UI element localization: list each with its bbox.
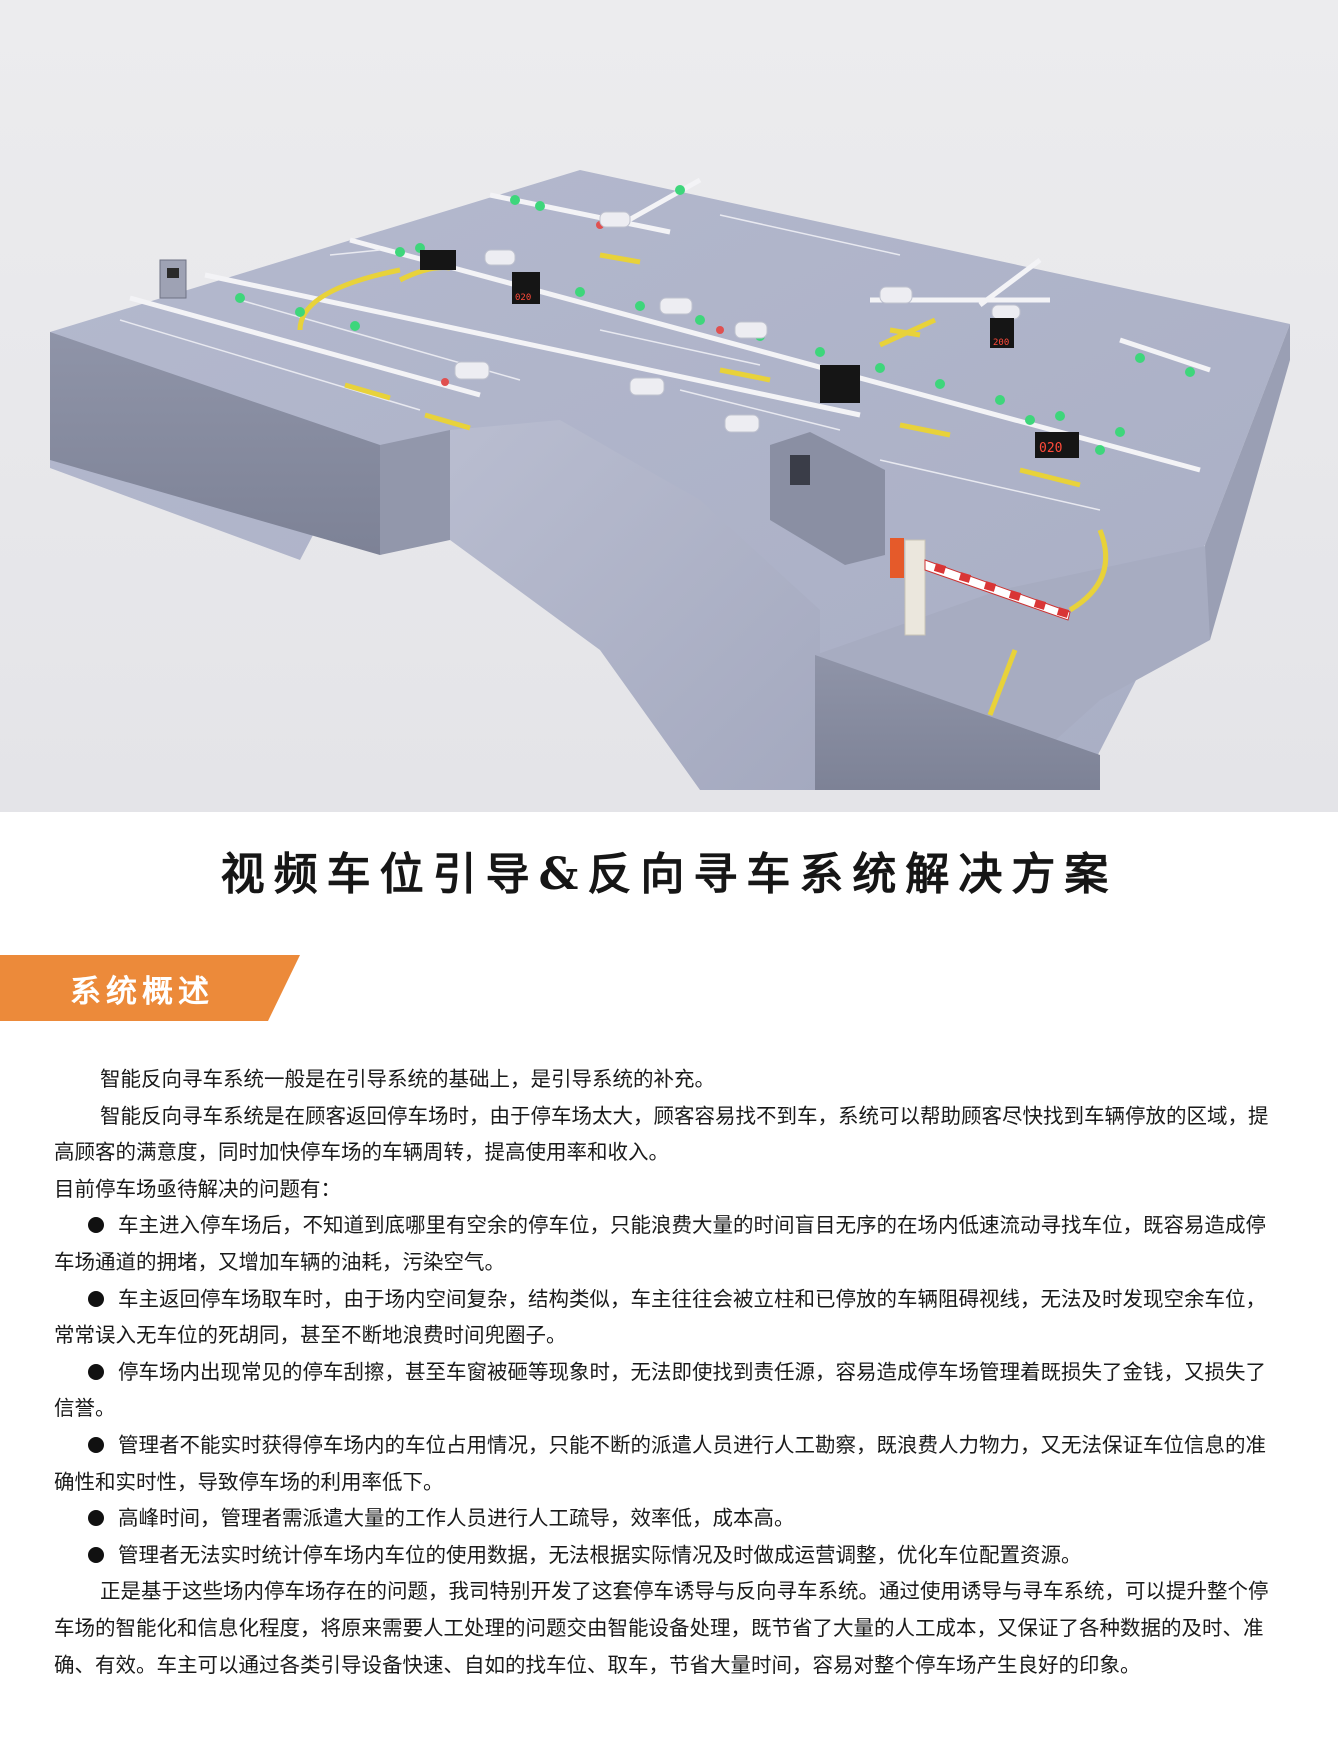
bullet-text: 车主返回停车场取车时，由于场内空间复杂，结构类似，车主往往会被立柱和已停放的车辆… (54, 1286, 1266, 1348)
sign-text-3: 020 (515, 293, 531, 303)
sign-text-1: 020 (1039, 441, 1062, 456)
parking-lot-illustration: 020 200 020 (0, 0, 1338, 812)
page-title: 视频车位引导&反向寻车系统解决方案 (220, 849, 1118, 900)
parked-cars (454, 211, 1021, 433)
bullet-text: 高峰时间，管理者需派遣大量的工作人员进行人工疏导，效率低，成本高。 (118, 1506, 795, 1531)
bullet-item: 车主返回停车场取车时，由于场内空间复杂，结构类似，车主往往会被立柱和已停放的车辆… (54, 1281, 1286, 1354)
sign-text-2: 200 (993, 338, 1009, 348)
bullet-item: 高峰时间，管理者需派遣大量的工作人员进行人工疏导，效率低，成本高。 (54, 1500, 1286, 1537)
parking-lot-3d-render: 020 200 020 (50, 170, 1290, 790)
section-title: 系统概述 (70, 974, 214, 1010)
paragraph-intro: 智能反向寻车系统一般是在引导系统的基础上，是引导系统的补充。 (100, 1067, 715, 1091)
bullet-dot-icon (88, 1363, 104, 1380)
bullet-item: 管理者不能实时获得停车场内的车位占用情况，只能不断的派遣人员进行人工勘察，既浪费… (54, 1427, 1286, 1500)
bullet-text: 管理者不能实时获得停车场内的车位占用情况，只能不断的派遣人员进行人工勘察，既浪费… (54, 1432, 1266, 1494)
bullet-dot-icon (88, 1436, 104, 1453)
bullet-dot-icon (88, 1546, 104, 1563)
bullet-text: 管理者无法实时统计停车场内车位的使用数据，无法根据实际情况及时做成运营调整，优化… (118, 1542, 1082, 1567)
barrier-gate (890, 538, 1071, 636)
lane-rails (129, 177, 1211, 473)
led-display-signs: 020 200 020 (420, 250, 1079, 458)
ramp (450, 420, 820, 790)
bullet-dot-icon (88, 1217, 104, 1234)
overview-body: 智能反向寻车系统一般是在引导系统的基础上，是引导系统的补充。 智能反向寻车系统是… (54, 1061, 1286, 1683)
yellow-road-markings (297, 252, 1109, 716)
right-block-front (815, 655, 1100, 790)
bullet-text: 车主进入停车场后，不知道到底哪里有空余的停车位，只能浪费大量的时间盲目无序的在场… (54, 1213, 1266, 1274)
bullet-item: 停车场内出现常见的停车刮擦，甚至车窗被砸等现象时，无法即使找到责任源，容易造成停… (54, 1354, 1286, 1427)
entry-terminal (159, 259, 187, 299)
section-header: 系统概述 (0, 955, 300, 1021)
right-edge-side (1205, 324, 1290, 640)
left-block-side (380, 430, 450, 555)
paragraph-purpose: 智能反向寻车系统是在顾客返回停车场时，由于停车场太大，顾客容易找不到车，系统可以… (54, 1103, 1269, 1165)
bullet-dot-icon (88, 1290, 104, 1307)
paragraph-problems-heading: 目前停车场亟待解决的问题有： (54, 1176, 341, 1201)
bullet-item: 车主进入停车场后，不知道到底哪里有空余的停车位，只能浪费大量的时间盲目无序的在场… (54, 1207, 1286, 1280)
bullet-dot-icon (88, 1510, 104, 1527)
paragraph-conclusion: 正是基于这些场内停车场存在的问题，我司特别开发了这套停车诱导与反向寻车系统。通过… (54, 1579, 1269, 1677)
bullet-text: 停车场内出现常见的停车刮擦，甚至车窗被砸等现象时，无法即使找到责任源，容易造成停… (54, 1359, 1266, 1421)
bullet-item: 管理者无法实时统计停车场内车位的使用数据，无法根据实际情况及时做成运营调整，优化… (54, 1537, 1286, 1574)
section-banner-shape (0, 955, 300, 1021)
left-block-front (50, 332, 380, 555)
